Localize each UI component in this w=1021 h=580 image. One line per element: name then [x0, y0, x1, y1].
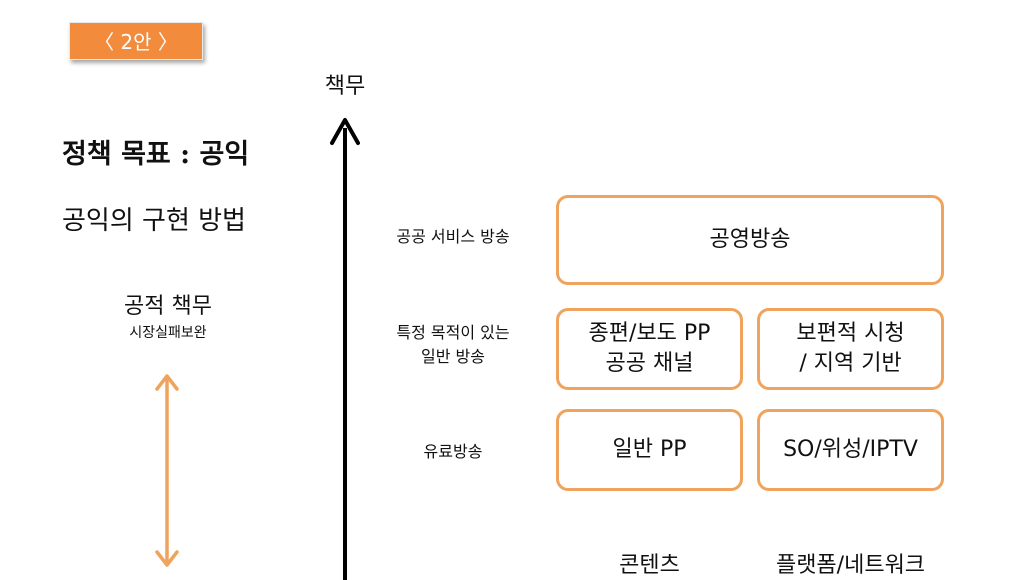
axis-title: 책무: [324, 74, 366, 99]
box-paid-platform-text: SO/위성/IPTV: [783, 437, 918, 462]
box-general-content-text: 종편/보도 PP 공공 채널: [588, 321, 711, 376]
row-label-special-purpose: 특정 목적이 있는 일반 방송: [396, 323, 510, 366]
column-label-content: 콘텐츠: [619, 553, 680, 578]
option-badge: 〈 2안 〉: [69, 22, 203, 60]
row-label-public-service: 공공 서비스 방송: [396, 227, 510, 246]
row-label-paid: 유료방송: [423, 442, 483, 461]
column-label-platform: 플랫폼/네트워크: [775, 553, 926, 578]
box-public-broadcasting: 공영방송: [556, 195, 944, 285]
public-duty-label: 공적 책무: [124, 294, 212, 319]
duty-axis-arrowhead: [330, 118, 360, 145]
orange-arrowhead-up: [155, 374, 179, 391]
policy-goal-heading: 정책 목표 : 공익: [62, 139, 250, 170]
box-general-content: 종편/보도 PP 공공 채널: [556, 308, 743, 390]
public-duty-sublabel: 시장실패보완: [129, 325, 207, 341]
box-paid-content-text: 일반 PP: [612, 437, 687, 462]
box-general-platform: 보편적 시청 / 지역 기반: [757, 308, 944, 390]
box-paid-content: 일반 PP: [556, 409, 743, 491]
box-paid-platform: SO/위성/IPTV: [757, 409, 944, 491]
method-heading: 공익의 구현 방법: [62, 206, 246, 236]
box-public-broadcasting-text: 공영방송: [709, 227, 791, 252]
box-general-platform-text: 보편적 시청 / 지역 기반: [796, 321, 905, 376]
orange-arrowhead-down: [155, 550, 179, 567]
